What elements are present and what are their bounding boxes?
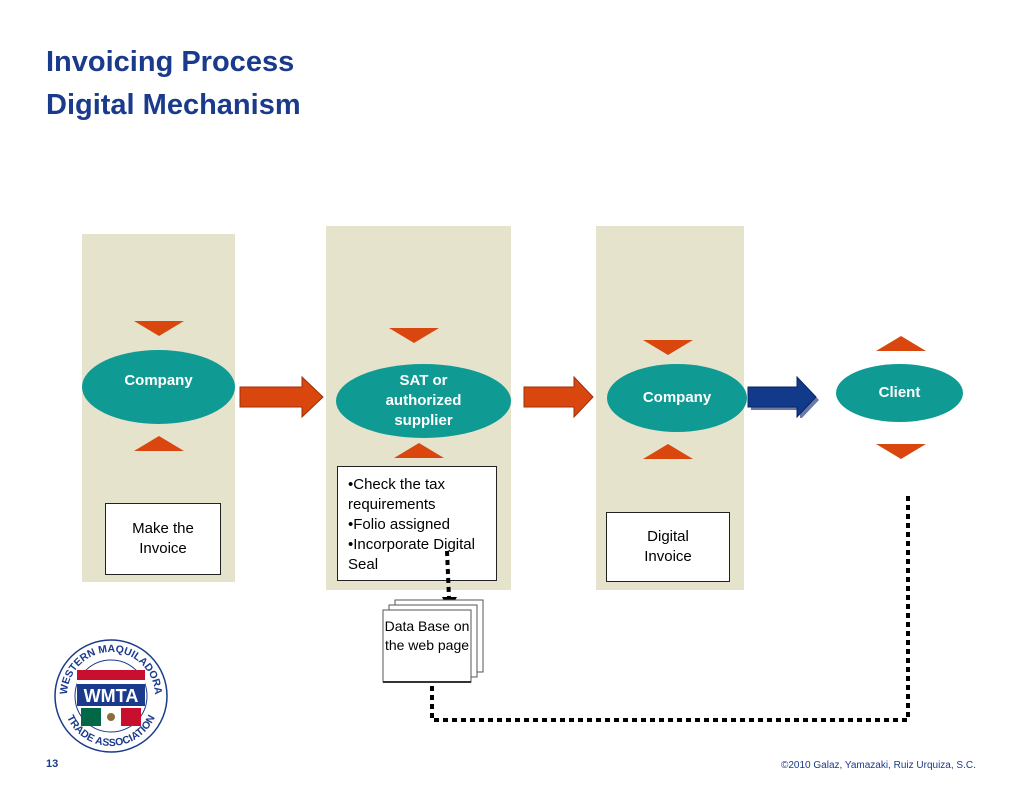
digital-invoice-box: Digital Invoice xyxy=(606,512,730,582)
digital-invoice-label: Digital Invoice xyxy=(644,528,692,565)
sat-supplier-label: SAT or authorized supplier xyxy=(385,372,462,429)
arrow-right-blue-icon xyxy=(747,376,819,418)
make-invoice-label: Make the Invoice xyxy=(132,520,194,557)
company-label-2: Company xyxy=(642,389,712,406)
page-subtitle: Digital Mechanism xyxy=(46,89,301,121)
sat-step-item: •Incorporate Digital Seal xyxy=(348,536,475,573)
sat-steps-box: •Check the tax requirements •Folio assig… xyxy=(337,466,497,581)
triangle-up-icon xyxy=(876,336,926,351)
company-label: Company xyxy=(124,372,193,389)
database-document-stack-icon xyxy=(382,599,484,683)
triangle-down-icon xyxy=(134,321,184,336)
company-node: Company xyxy=(82,350,235,424)
client-node: Client xyxy=(836,364,963,422)
sat-supplier-node: SAT or authorized supplier xyxy=(336,364,511,438)
sat-step-item: •Folio assigned xyxy=(348,516,450,533)
triangle-down-icon xyxy=(389,328,439,343)
triangle-down-icon xyxy=(643,340,693,355)
triangle-up-icon xyxy=(643,444,693,459)
copyright: ©2010 Galaz, Yamazaki, Ruiz Urquiza, S.C… xyxy=(781,760,976,771)
database-label: Data Base on the web page xyxy=(384,618,470,653)
page-number: 13 xyxy=(46,758,59,770)
client-label: Client xyxy=(878,384,921,401)
arrow-right-icon xyxy=(523,376,594,418)
page-title: Invoicing Process xyxy=(46,46,295,78)
triangle-up-icon xyxy=(134,436,184,451)
triangle-up-icon xyxy=(394,443,444,458)
sat-step-item: •Check the tax requirements xyxy=(348,476,445,513)
wmta-logo: WESTERN MAQUILADORA TRADE ASSOCIATION WM… xyxy=(54,639,168,753)
triangle-down-icon xyxy=(876,444,926,459)
svg-text:WMTA: WMTA xyxy=(84,686,139,706)
arrow-right-icon xyxy=(239,376,324,418)
make-invoice-box: Make the Invoice xyxy=(105,503,221,575)
company-node-2: Company xyxy=(607,364,747,432)
